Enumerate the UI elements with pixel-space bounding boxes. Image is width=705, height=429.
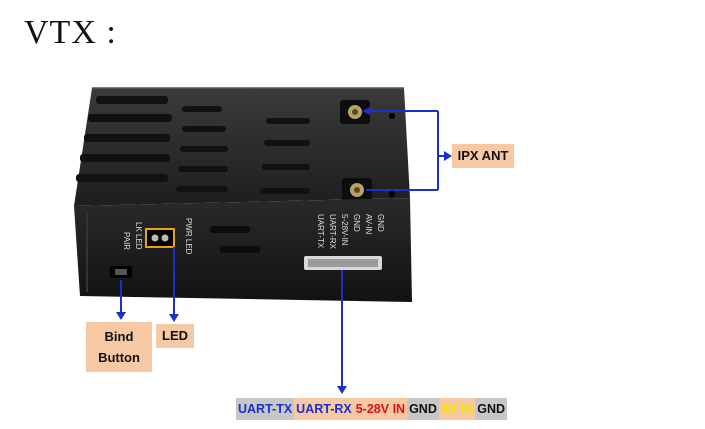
pinout-label: 5-28V IN — [353, 398, 408, 420]
bind-button-callout: Bind Button — [86, 322, 152, 372]
ipx-antenna-connectors — [340, 100, 395, 202]
connector-pin-label: AV-IN — [364, 214, 373, 235]
pwr-led-label: PWR LED — [184, 218, 193, 255]
bind-button-slot — [110, 266, 132, 278]
pinout-label: UART-TX — [236, 398, 295, 420]
led-callout: LED — [156, 324, 194, 348]
diagram-title: VTX : — [24, 14, 117, 51]
pinout-label: AV IN — [438, 398, 476, 420]
uart-connector — [304, 256, 382, 270]
connector-pin-label: GND — [352, 214, 361, 232]
connector-pin-label: UART-TX — [316, 214, 325, 249]
connector-pin-label: UART-RX — [328, 214, 337, 250]
vtx-heatsink-top — [74, 87, 410, 206]
lk-led-label: LK LED — [134, 222, 143, 250]
led-indicator-window — [145, 228, 175, 248]
vtx-front-face — [74, 198, 412, 302]
bind-callout-line2: Button — [98, 350, 140, 365]
pinout-label: GND — [475, 398, 508, 420]
connector-pin-label: GND — [376, 214, 385, 232]
pair-label: PAIR — [122, 232, 131, 250]
callout-arrows — [116, 107, 452, 394]
pinout-label: GND — [407, 398, 439, 420]
ipx-ant-callout: IPX ANT — [452, 144, 514, 168]
pinout-label: UART-RX — [294, 398, 354, 420]
connector-pin-label: 5-28V-IN — [340, 214, 349, 246]
bind-callout-line1: Bind — [104, 329, 134, 344]
